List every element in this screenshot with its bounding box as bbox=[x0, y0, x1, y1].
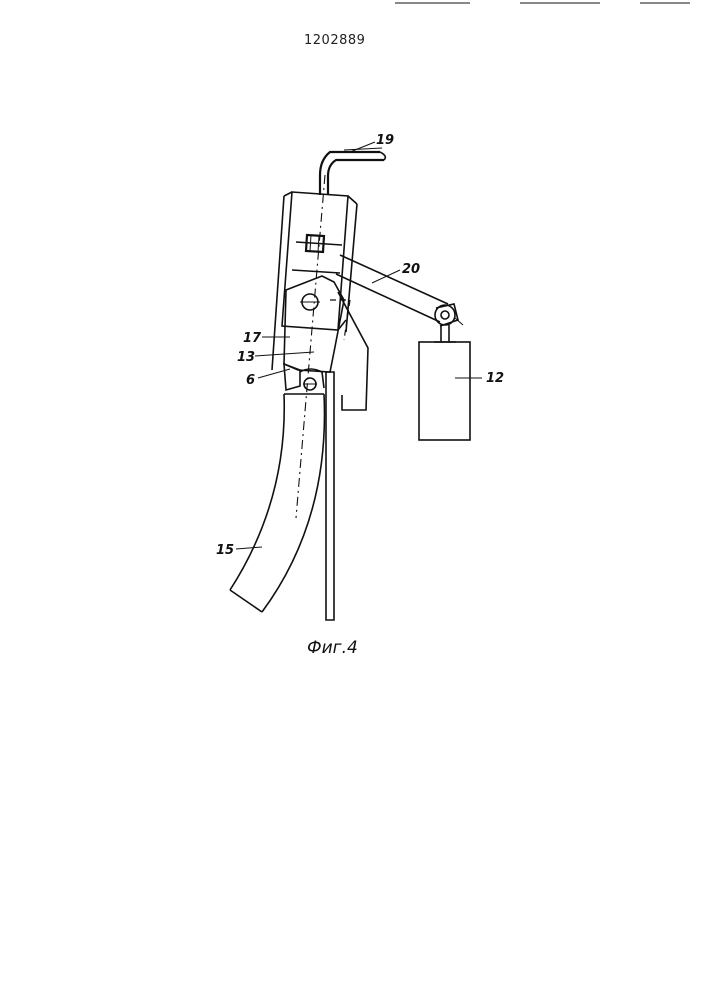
link-20 bbox=[336, 255, 463, 326]
plate-13 bbox=[284, 276, 350, 372]
handle-19 bbox=[320, 148, 385, 195]
label-20: 20 bbox=[402, 262, 420, 277]
label-15: 15 bbox=[216, 543, 234, 558]
jaw-6 bbox=[284, 364, 324, 390]
label-12: 12 bbox=[486, 371, 504, 386]
figure-caption: Фиг.4 bbox=[307, 638, 358, 658]
vertical-rod bbox=[326, 372, 334, 620]
label-13: 13 bbox=[237, 350, 255, 365]
block-12 bbox=[419, 325, 470, 440]
curved-part-15 bbox=[230, 394, 324, 612]
label-6: 6 bbox=[246, 373, 255, 388]
label-19: 19 bbox=[376, 133, 394, 148]
label-17: 17 bbox=[243, 331, 262, 346]
